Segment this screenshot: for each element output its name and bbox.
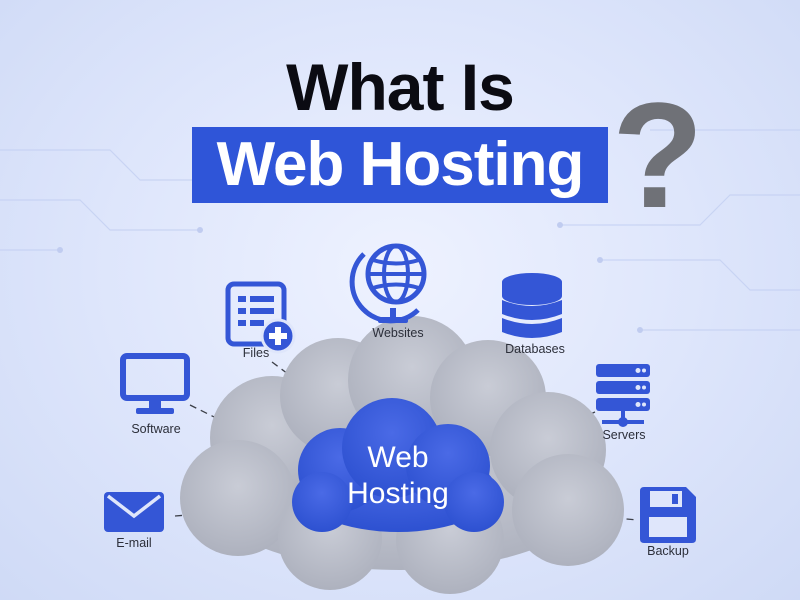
node-label-software: Software — [131, 422, 181, 436]
title-highlight-box — [192, 127, 608, 203]
database-icon — [502, 273, 562, 338]
file-list-add-icon — [225, 281, 296, 354]
server-rack-icon — [596, 364, 650, 427]
center-label-line2: Hosting — [347, 477, 449, 510]
question-mark-icon: ? — [612, 71, 704, 239]
background-circuit-lines — [0, 129, 800, 331]
node-label-files: Files — [242, 346, 270, 360]
node-label-email: E-mail — [116, 536, 152, 550]
monitor-icon — [120, 353, 190, 414]
center-cloud — [292, 398, 504, 532]
globe-icon — [349, 243, 427, 324]
page-title-line1: What Is — [286, 50, 515, 124]
node-label-servers: Servers — [602, 428, 646, 442]
floppy-disk-icon — [640, 487, 696, 543]
node-label-databases: Databases — [505, 342, 565, 356]
center-cloud-label: Web Hosting — [300, 440, 496, 512]
node-label-websites: Websites — [372, 326, 424, 340]
envelope-icon — [104, 492, 164, 532]
page-title-line2: Web Hosting — [216, 130, 585, 199]
center-label-line1: Web — [367, 441, 429, 474]
node-label-backup: Backup — [647, 544, 689, 558]
